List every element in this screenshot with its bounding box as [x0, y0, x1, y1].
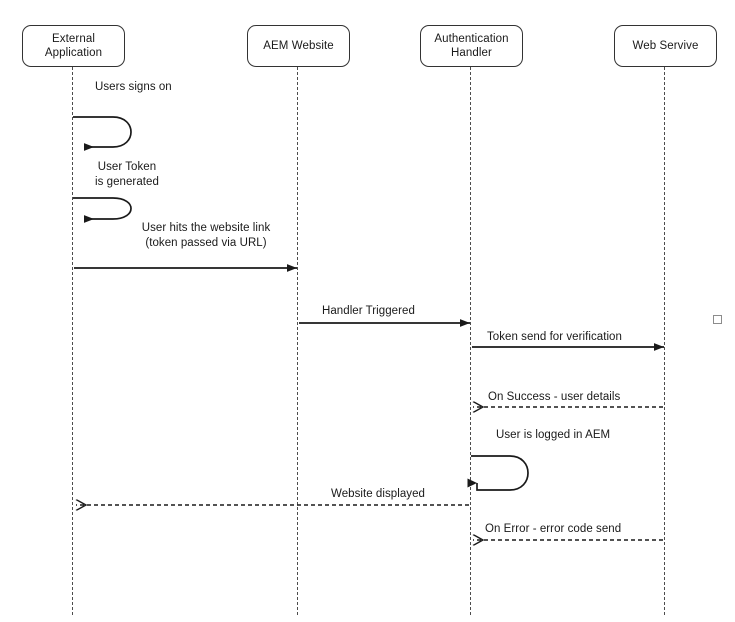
participant-label-line2: Handler [451, 47, 492, 59]
lifeline-external-application [72, 67, 73, 615]
message-label-on-error-error-code-send: On Error - error code send [485, 523, 622, 535]
message-label-user-token-is-generated: User Token is generated [95, 160, 159, 189]
message-label-line1: User Token [97, 161, 157, 173]
participant-label: Web Servive [632, 40, 699, 52]
participant-web-servive[interactable]: Web Servive [614, 25, 717, 67]
message-label-line2: is generated [95, 175, 159, 188]
message-label-handler-triggered: Handler Triggered [322, 305, 415, 317]
lifeline-authentication-handler [470, 67, 471, 615]
participant-aem-website[interactable]: AEM Website [247, 25, 350, 67]
arrow-user-is-logged-in-aem [467, 455, 529, 491]
message-label-on-success-user-details: On Success - user details [488, 391, 621, 403]
message-label-line2: (token passed via URL) [145, 236, 267, 249]
participant-label-line1: Authentication [434, 33, 509, 45]
message-label-website-displayed: Website displayed [331, 488, 425, 500]
message-label-line1: User hits the website link [141, 222, 271, 234]
stray-square-artifact [713, 315, 722, 324]
message-label-users-signs-on: Users signs on [95, 81, 172, 93]
participant-label-line1: External [51, 33, 95, 45]
message-label-user-hits-the-website-link: User hits the website link (token passed … [111, 221, 301, 250]
message-label-token-send-for-verification: Token send for verification [487, 331, 622, 343]
participant-label-line2: Application [44, 47, 103, 59]
arrow-user-token-is-generated [73, 197, 132, 223]
participant-label: AEM Website [263, 40, 334, 52]
lifeline-aem-website [297, 67, 298, 615]
message-label-user-is-logged-in-aem: User is logged in AEM [496, 429, 611, 441]
lifeline-web-servive [664, 67, 665, 615]
arrow-users-signs-on [73, 116, 132, 151]
